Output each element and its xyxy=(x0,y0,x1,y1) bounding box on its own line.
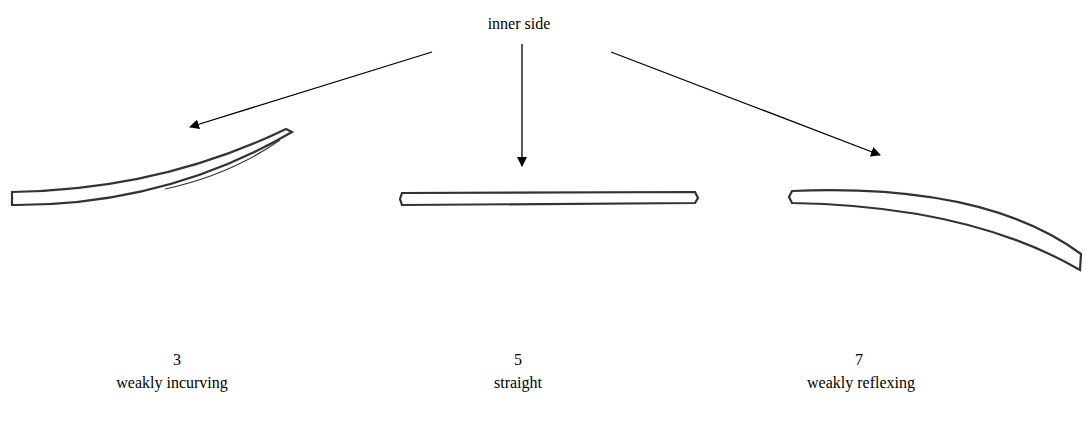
straight-strip xyxy=(400,192,698,205)
callout-number: 5 xyxy=(514,350,522,370)
shape-label: weakly incurving xyxy=(116,373,228,393)
callout-number: 3 xyxy=(173,350,181,370)
leader-arrow xyxy=(190,52,432,127)
shape-label: straight xyxy=(494,373,542,393)
incurving-strip xyxy=(12,129,292,205)
leader-arrow xyxy=(611,52,880,155)
strip-inner-line xyxy=(165,140,280,189)
callout-number: 7 xyxy=(855,350,863,370)
shape-label: weakly reflexing xyxy=(807,373,915,393)
heading-label: inner side xyxy=(488,14,551,34)
leader-arrow xyxy=(521,44,522,166)
reflexing-strip xyxy=(789,190,1081,270)
